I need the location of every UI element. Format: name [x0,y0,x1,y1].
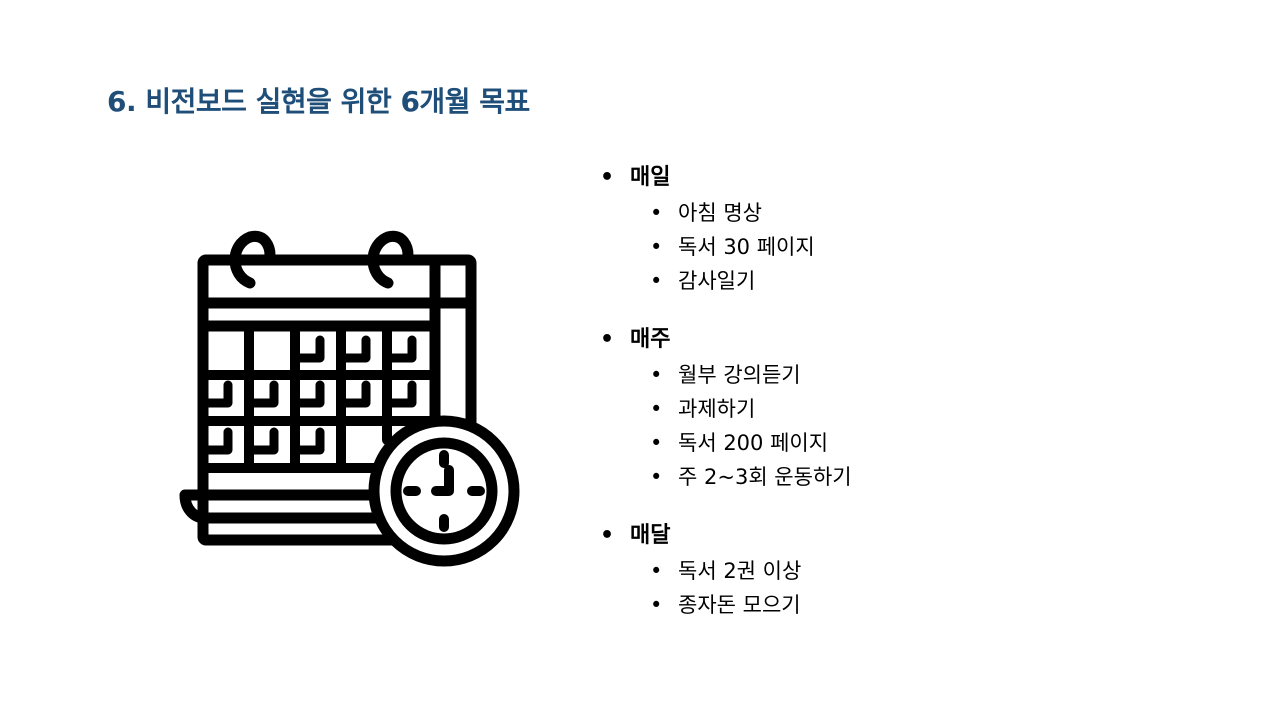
list-item: 독서 30 페이지 [600,230,852,264]
slide-title: 6. 비전보드 실현을 위한 6개월 목표 [107,85,530,118]
list-item: 아침 명상 [600,196,852,230]
list-item: 주 2~3회 운동하기 [600,460,852,494]
goal-group-daily: 매일 아침 명상 독서 30 페이지 감사일기 [600,160,852,298]
list-item: 과제하기 [600,392,852,426]
group-heading: 매주 [600,322,852,358]
goal-group-weekly: 매주 월부 강의듣기 과제하기 독서 200 페이지 주 2~3회 운동하기 [600,322,852,494]
list-item: 독서 200 페이지 [600,426,852,460]
calendar-clock-icon [179,230,520,567]
list-item: 종자돈 모으기 [600,588,852,622]
goal-list: 매일 아침 명상 독서 30 페이지 감사일기 매주 월부 강의듣기 과제하기 … [600,160,852,646]
list-item: 감사일기 [600,264,852,298]
goal-group-monthly: 매달 독서 2권 이상 종자돈 모으기 [600,518,852,622]
group-heading: 매일 [600,160,852,196]
list-item: 독서 2권 이상 [600,554,852,588]
group-heading: 매달 [600,518,852,554]
list-item: 월부 강의듣기 [600,358,852,392]
